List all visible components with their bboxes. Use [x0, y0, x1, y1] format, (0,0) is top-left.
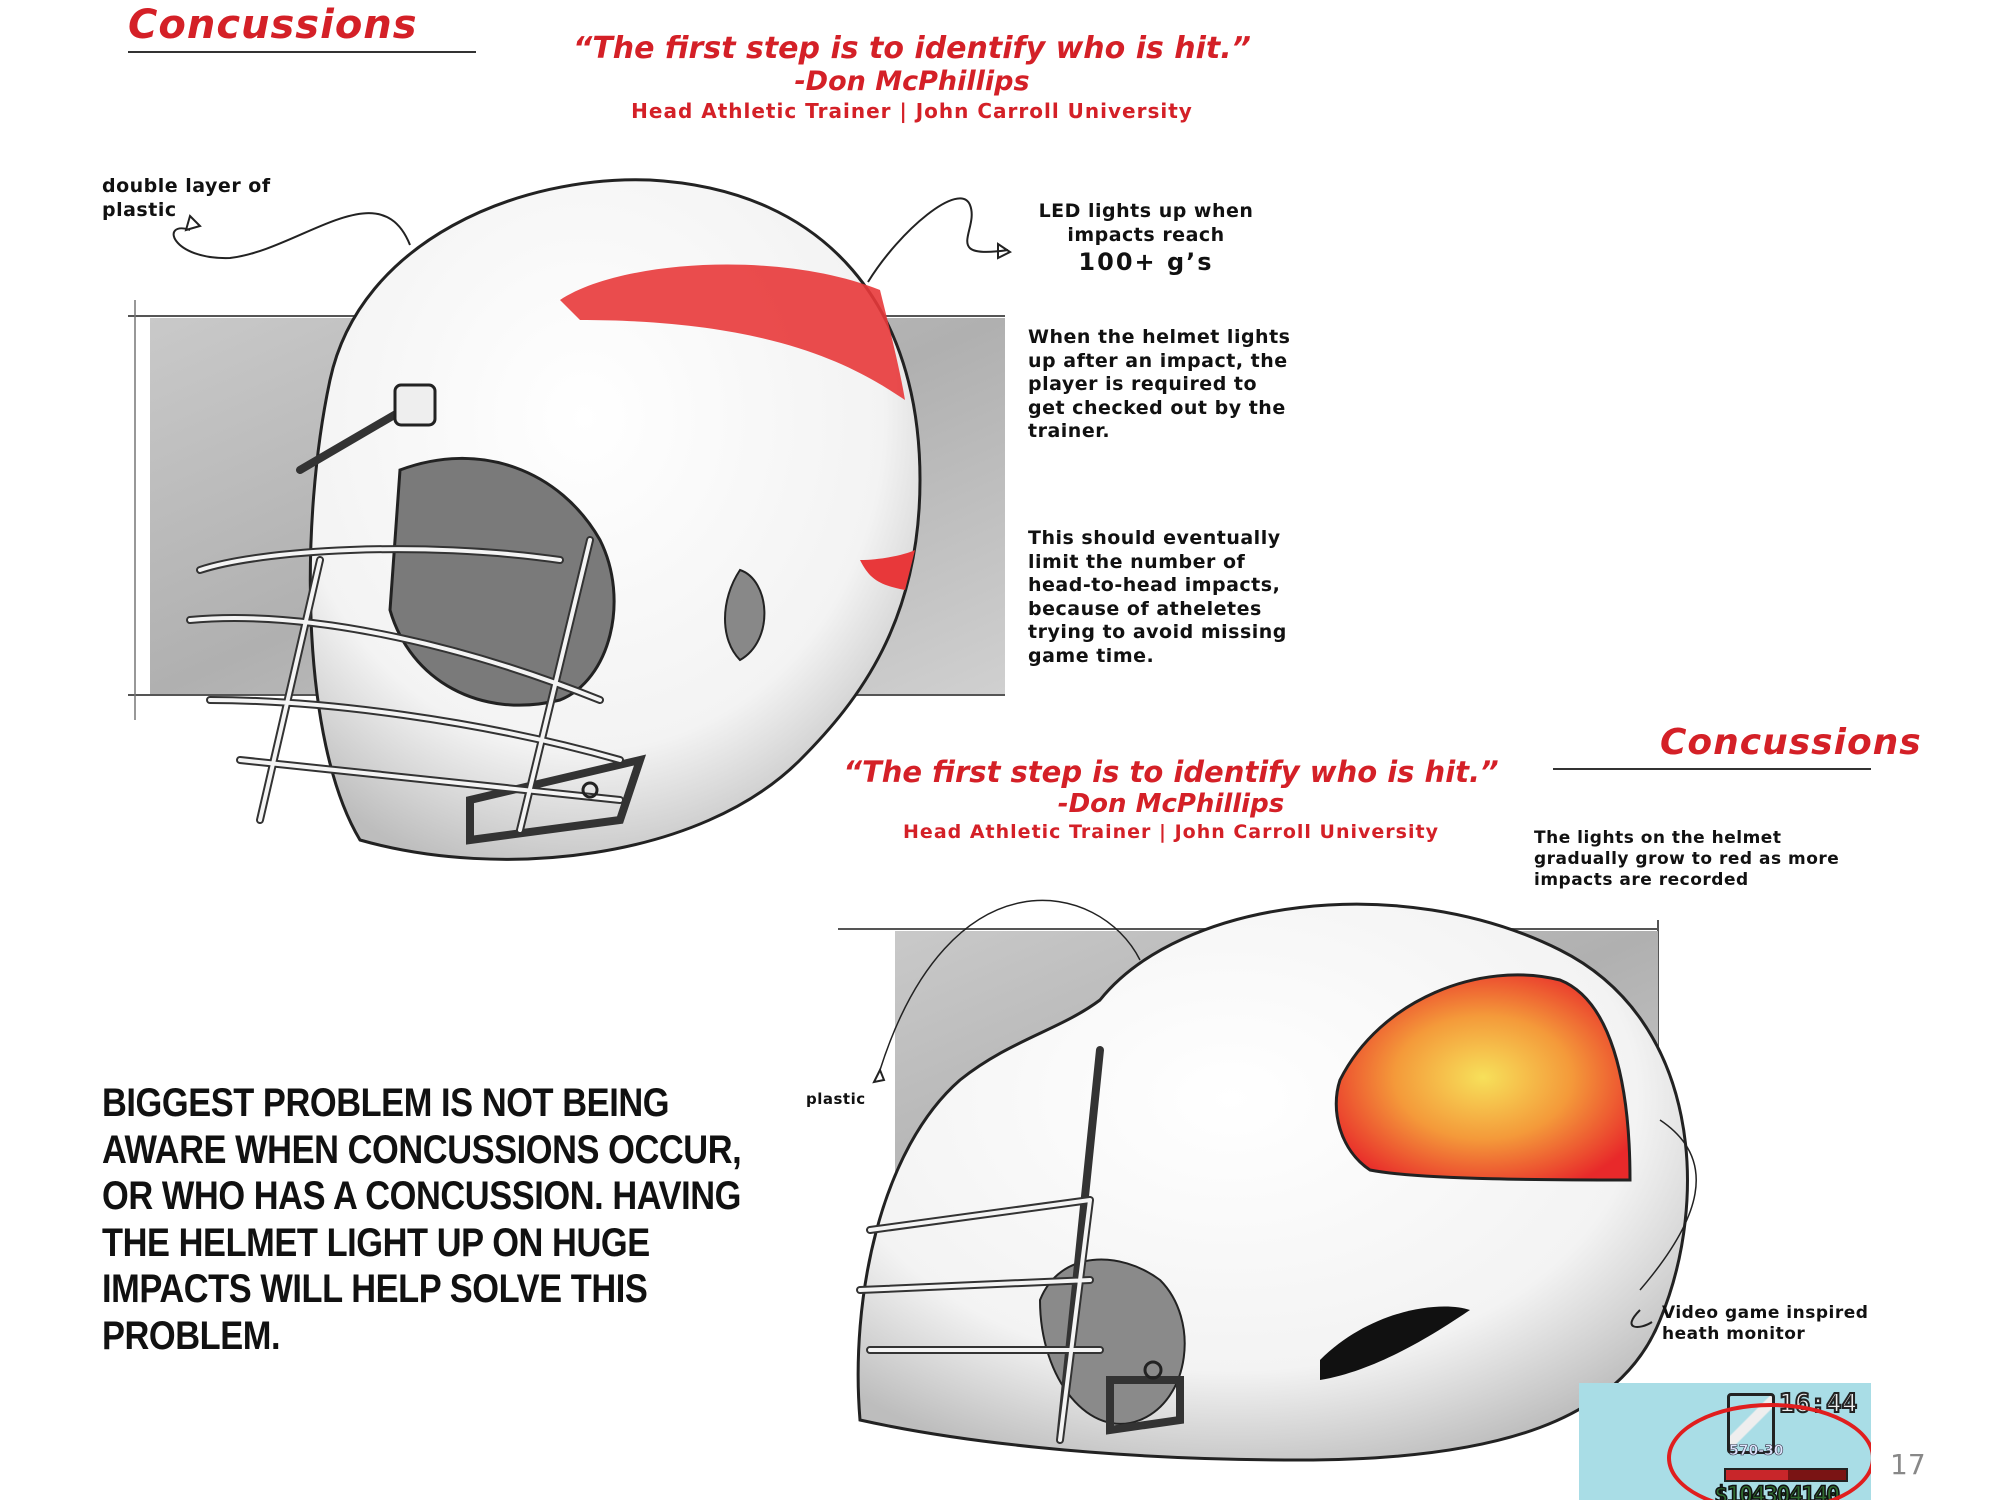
note-limit: This should eventually limit the number …	[1028, 527, 1287, 667]
quote-block-top: “The first step is to identify who is hi…	[480, 32, 1344, 124]
quote-text: “The first step is to identify who is hi…	[573, 31, 1251, 66]
led-note: LED lights up when impacts reach 100+ g’…	[1031, 200, 1261, 277]
game-hud-screenshot: 16:44 570-30 $104304140	[1579, 1383, 1871, 1500]
section-title-bottom: Concussions	[1660, 722, 1922, 763]
title-underline-bottom	[1553, 768, 1871, 770]
annotation-plastic: plastic	[806, 1090, 866, 1108]
quote-author: -Don McPhillips	[794, 66, 1030, 97]
quote-author: -Don McPhillips	[1057, 789, 1285, 819]
note-checkout: When the helmet lights up after an impac…	[1028, 326, 1291, 442]
title-underline-top	[128, 51, 476, 53]
problem-statement: BIGGEST PROBLEM IS NOT BEING AWARE WHEN …	[102, 1081, 742, 1358]
annotation-double-layer: double layer of plastic	[102, 175, 271, 221]
section-title-top: Concussions	[128, 2, 418, 48]
quote-affiliation: Head Athletic Trainer | John Carroll Uni…	[903, 821, 1439, 843]
note-monitor: Video game inspired heath monitor	[1662, 1303, 1869, 1344]
helmet-bottom-drawing	[838, 899, 1697, 1462]
led-note-value: 100+ g’s	[1078, 248, 1214, 276]
highlight-circle	[1667, 1403, 1871, 1500]
led-note-line1: LED lights up when	[1038, 200, 1254, 222]
note-lights: The lights on the helmet gradually grow …	[1534, 828, 1840, 890]
quote-block-bottom: “The first step is to identify who is hi…	[760, 755, 1582, 845]
page-number: 17	[1890, 1448, 1926, 1481]
quote-text: “The first step is to identify who is hi…	[843, 755, 1499, 789]
quote-affiliation: Head Athletic Trainer | John Carroll Uni…	[631, 99, 1193, 123]
led-note-line2: impacts reach	[1067, 223, 1225, 246]
